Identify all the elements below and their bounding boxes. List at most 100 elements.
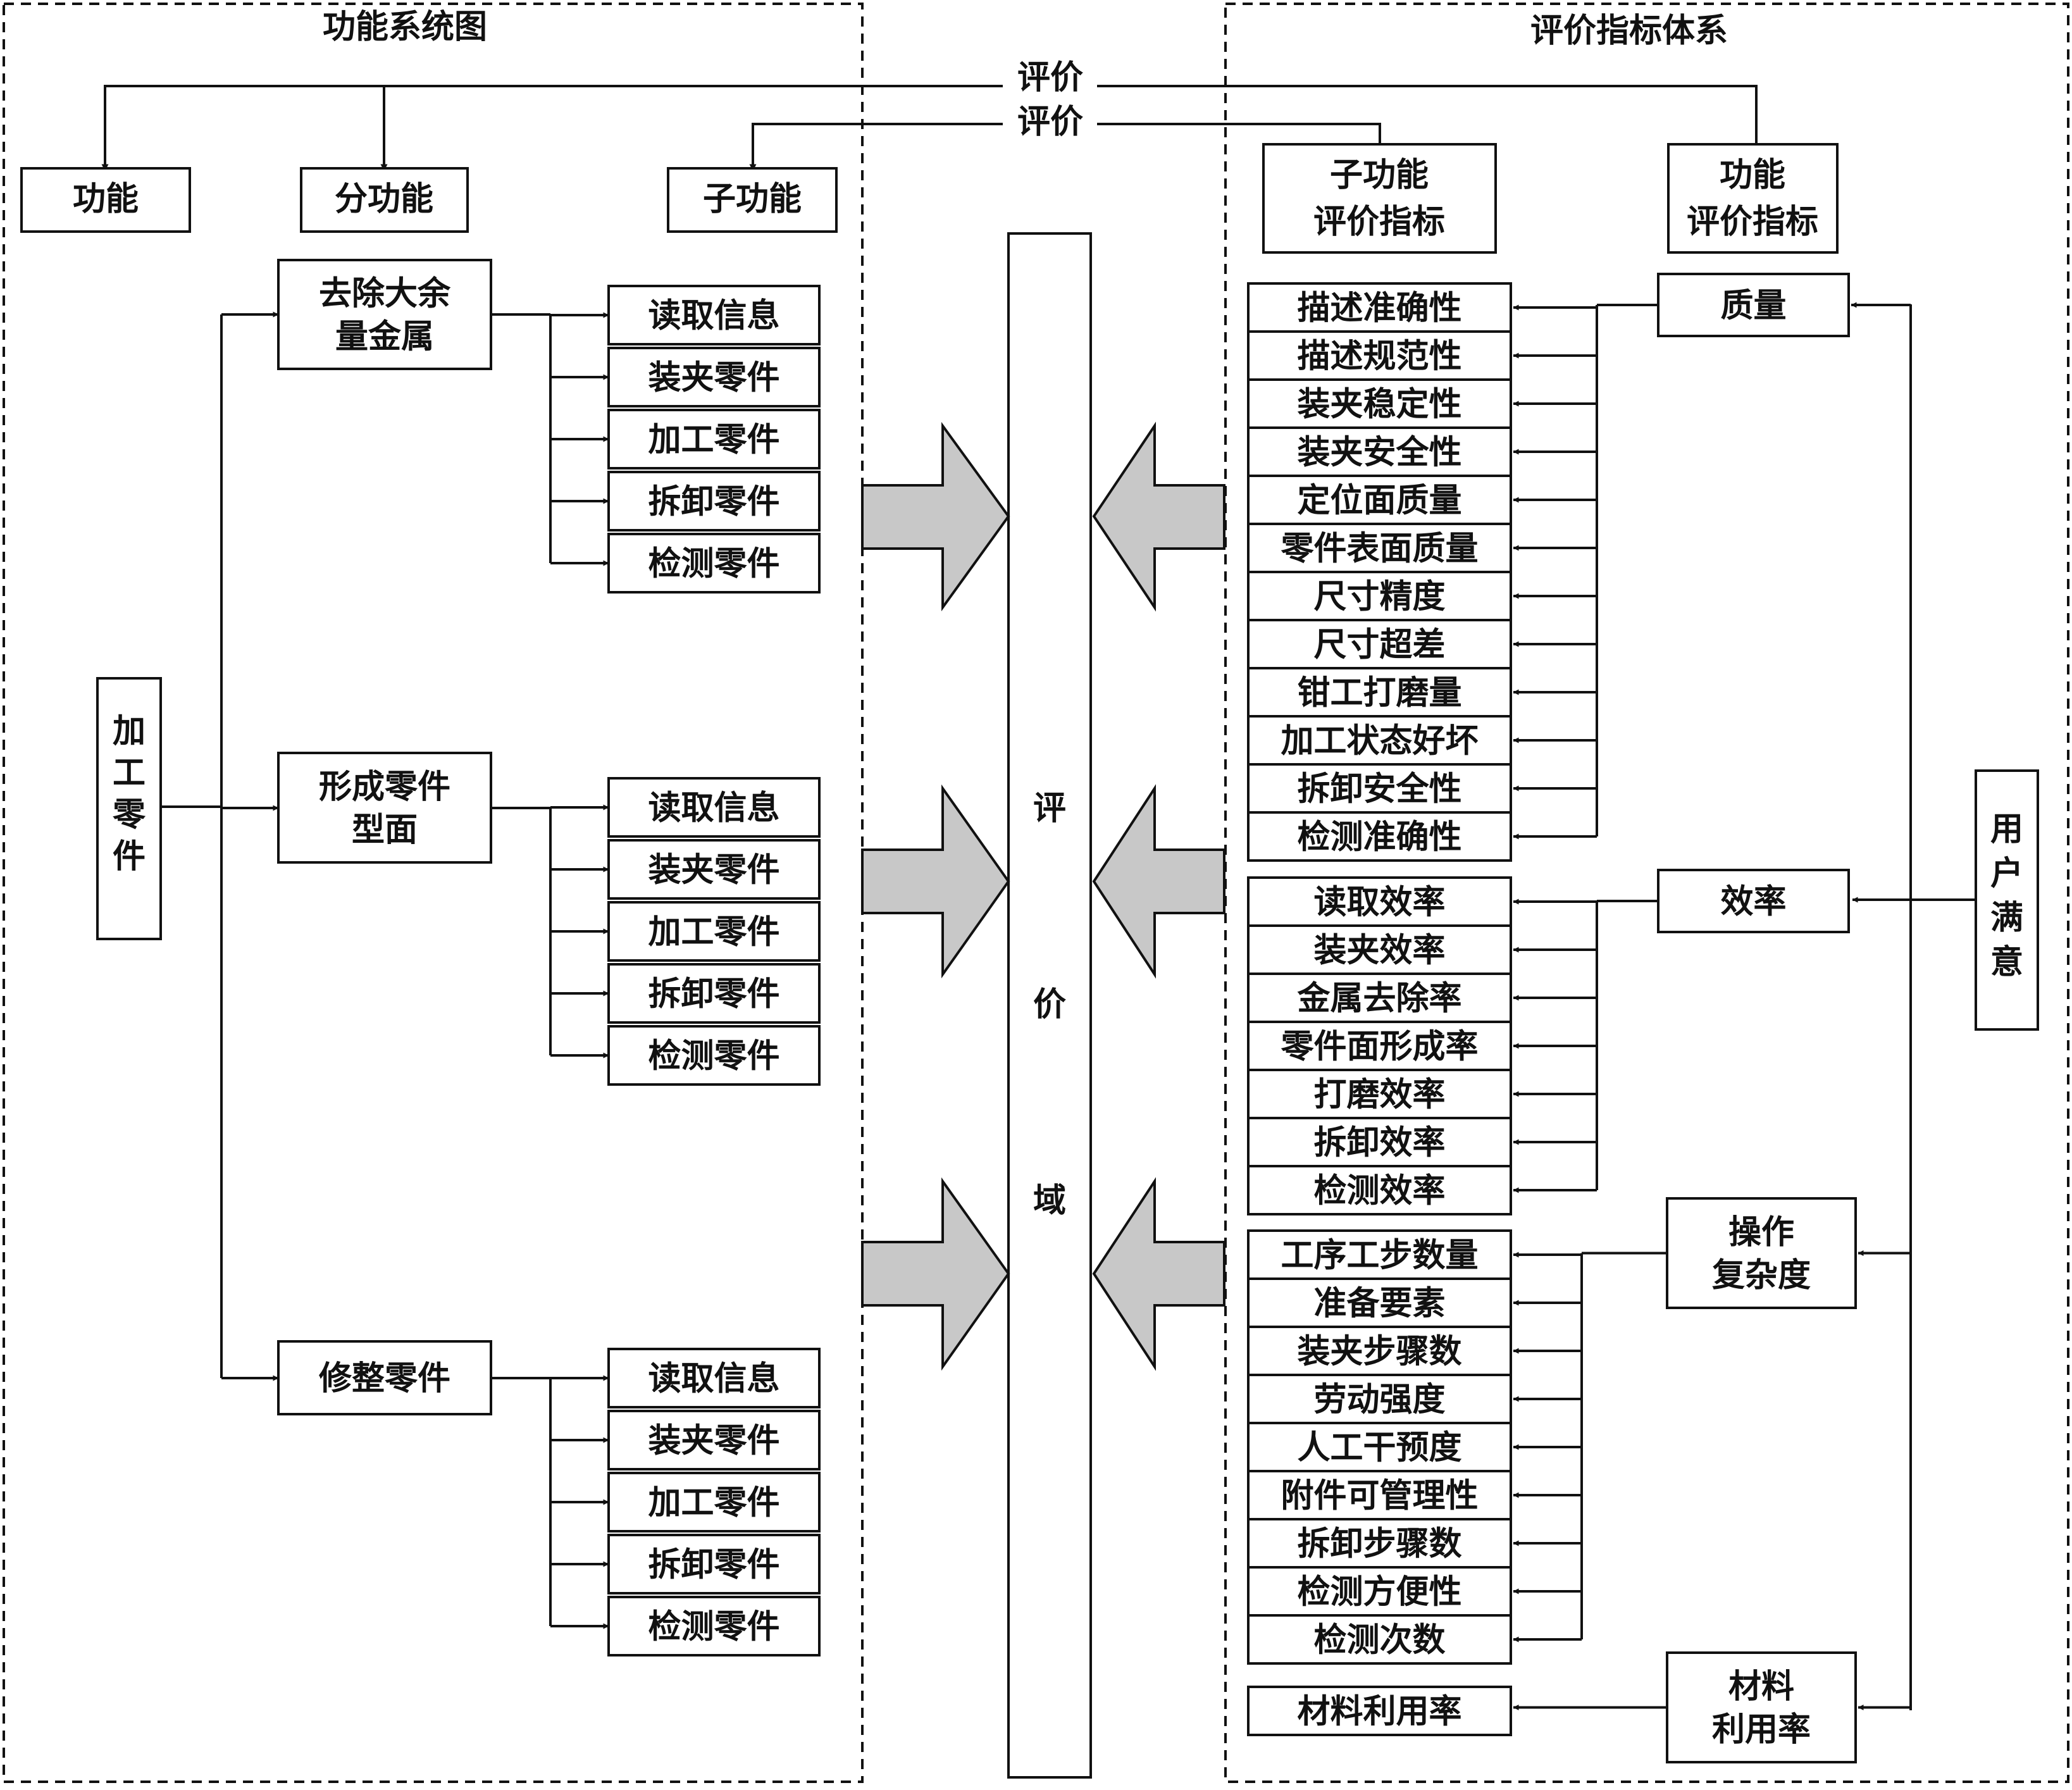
indicator-box: 装夹效率 <box>1247 924 1512 975</box>
indicator-box-frame <box>1247 763 1512 814</box>
generated-diagram-parts: 去除大余量金属读取信息装夹零件加工零件拆卸零件检测零件形成零件型面读取信息装夹零… <box>161 259 1976 1763</box>
big-arrow-right-1 <box>861 421 1010 612</box>
function-indicator-header-line2: 评价指标 <box>1687 202 1818 241</box>
sub-indicator-header-line2: 评价指标 <box>1313 202 1445 241</box>
evaluation-domain-box: 评 价 域 <box>1007 232 1092 1779</box>
left-panel-title: 功能系统图 <box>323 8 487 46</box>
indicator-box-frame <box>1247 973 1512 1023</box>
indicator-box-text: 准备要素 <box>1313 1284 1445 1323</box>
indicator-box-text: 钳工打磨量 <box>1297 674 1461 712</box>
child-function-box: 装夹零件 <box>607 839 821 900</box>
big-arrows <box>861 421 1225 1371</box>
indicator-box: 材料利用率 <box>1247 1686 1512 1736</box>
user-satisfaction-char-1: 用 <box>1990 810 2023 848</box>
indicator-box-text: 检测准确性 <box>1297 818 1461 857</box>
indicator-box-frame <box>1247 378 1512 429</box>
indicator-box: 读取效率 <box>1247 876 1512 927</box>
subfunction-box: 修整零件 <box>277 1340 492 1415</box>
child-function-box: 加工零件 <box>607 409 821 469</box>
indicator-box-text: 装夹安全性 <box>1297 433 1461 472</box>
indicator-box-text: 检测方便性 <box>1297 1573 1461 1612</box>
indicator-box: 装夹步骤数 <box>1247 1326 1512 1376</box>
evaluation-connector-sub <box>749 123 1381 171</box>
child-function-box-frame <box>607 533 821 594</box>
sub-indicator-header: 子功能 评价指标 <box>1262 143 1497 254</box>
indicator-box: 钳工打磨量 <box>1247 667 1512 718</box>
indicator-box-text: 读取效率 <box>1313 883 1445 922</box>
indicator-box-text: 人工干预度 <box>1297 1429 1461 1467</box>
indicator-box: 尺寸精度 <box>1247 571 1512 621</box>
child-function-box-frame <box>607 1472 821 1532</box>
indicator-box: 人工干预度 <box>1247 1422 1512 1472</box>
child-function-box-text: 读取信息 <box>648 789 779 828</box>
big-arrow-left-1 <box>1092 421 1225 612</box>
child-function-box-frame <box>607 285 821 345</box>
indicator-box-text: 定位面质量 <box>1297 482 1461 520</box>
indicator-box-frame <box>1247 523 1512 573</box>
indicator-box-text: 尺寸精度 <box>1313 578 1445 616</box>
group-indicator-box-text: 质量 <box>1720 287 1786 325</box>
function-indicator-header-line1: 功能 <box>1720 156 1785 194</box>
subfunction-box-frame <box>277 752 492 864</box>
child-function-box: 读取信息 <box>607 1348 821 1408</box>
child-function-box: 拆卸零件 <box>607 963 821 1024</box>
indicator-box-frame <box>1247 1686 1512 1736</box>
level-header-function: 功能 <box>20 167 191 233</box>
child-function-box-frame <box>607 1534 821 1594</box>
child-function-box-text: 读取信息 <box>648 297 779 335</box>
group-indicator-box-text: 效率 <box>1720 883 1786 921</box>
child-function-box: 装夹零件 <box>607 1410 821 1470</box>
evaluation-domain-char-2: 价 <box>1033 985 1066 1024</box>
subfunction-box-text: 量金属 <box>335 318 434 356</box>
level-header-child-function: 子功能 <box>667 167 838 233</box>
group-indicator-box: 效率 <box>1657 869 1850 933</box>
user-satisfaction-char-2: 户 <box>1990 854 2023 893</box>
group-indicator-box-text: 材料 <box>1728 1667 1794 1706</box>
indicator-box-text: 零件面形成率 <box>1281 1028 1478 1066</box>
root-function-char-1: 加 <box>113 712 146 750</box>
evaluation-domain-char-1: 评 <box>1033 789 1066 828</box>
level-header-function-label: 功能 <box>73 180 139 218</box>
child-function-box-text: 加工零件 <box>648 421 779 459</box>
indicator-box: 打磨效率 <box>1247 1069 1512 1119</box>
indicator-box: 尺寸超差 <box>1247 619 1512 669</box>
evaluation-connector-top <box>101 85 1758 171</box>
child-function-box-frame <box>607 839 821 900</box>
indicator-box: 检测效率 <box>1247 1165 1512 1215</box>
indicator-box-frame <box>1247 1165 1512 1215</box>
big-arrow-right-2 <box>861 784 1010 979</box>
subfunction-box-text: 去除大余 <box>319 275 451 313</box>
subfunction-box-frame <box>277 1340 492 1415</box>
indicator-box-frame <box>1247 1326 1512 1376</box>
indicator-box-text: 金属去除率 <box>1296 979 1461 1018</box>
evaluation-label-top: 评价 <box>1017 58 1083 97</box>
indicator-box-text: 材料利用率 <box>1297 1693 1461 1731</box>
indicator-box: 检测准确性 <box>1247 811 1512 862</box>
child-function-box-frame <box>607 963 821 1024</box>
indicator-box-text: 拆卸安全性 <box>1297 770 1461 809</box>
evaluation-label-sub: 评价 <box>1017 103 1083 141</box>
subfunction-box-text: 修整零件 <box>319 1359 450 1398</box>
child-function-box-text: 加工零件 <box>648 913 779 952</box>
child-function-box-text: 拆卸零件 <box>648 483 779 521</box>
group-indicator-box-frame <box>1657 273 1850 337</box>
child-function-box-text: 装夹零件 <box>648 851 779 890</box>
indicator-box-frame <box>1247 1422 1512 1472</box>
indicator-box: 金属去除率 <box>1247 973 1512 1023</box>
indicator-box-frame <box>1247 1277 1512 1328</box>
indicator-box-text: 装夹步骤数 <box>1297 1333 1461 1371</box>
root-function-char-2: 工 <box>113 754 146 792</box>
evaluation-domain-char-3: 域 <box>1033 1181 1066 1220</box>
indicator-box-text: 加工状态好坏 <box>1281 722 1478 761</box>
group-indicator-box-frame <box>1666 1651 1857 1763</box>
indicator-box-text: 装夹稳定性 <box>1297 385 1461 424</box>
subfunction-box-text: 型面 <box>352 811 418 849</box>
indicator-box-frame <box>1247 619 1512 669</box>
indicator-box-text: 描述准确性 <box>1297 289 1461 328</box>
child-function-box-frame <box>607 777 821 838</box>
subfunction-box-frame <box>277 259 492 370</box>
child-function-box-text: 拆卸零件 <box>648 975 779 1014</box>
big-arrow-right-3 <box>861 1177 1010 1371</box>
